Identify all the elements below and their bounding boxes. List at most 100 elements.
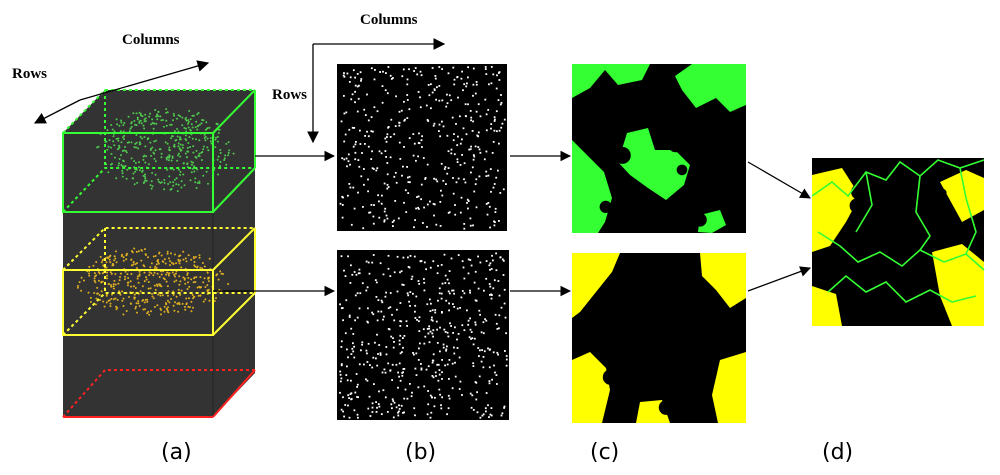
point — [402, 368, 405, 370]
point — [377, 194, 379, 197]
point — [174, 253, 176, 256]
point — [150, 272, 153, 275]
point — [475, 83, 478, 86]
point — [445, 183, 447, 185]
point — [371, 150, 373, 153]
point — [110, 163, 112, 166]
point — [144, 161, 147, 164]
point — [185, 127, 187, 130]
point — [424, 178, 427, 180]
point — [152, 297, 155, 300]
point — [396, 308, 398, 311]
point — [142, 264, 145, 267]
point — [130, 125, 133, 128]
point — [168, 257, 170, 260]
point — [475, 81, 478, 83]
point — [467, 323, 470, 326]
point — [347, 404, 349, 407]
point — [366, 286, 369, 289]
point — [380, 202, 383, 205]
point — [461, 154, 463, 156]
point — [374, 341, 376, 344]
point — [484, 98, 487, 101]
point — [106, 277, 108, 280]
point — [406, 117, 409, 119]
point — [493, 116, 496, 119]
point — [119, 272, 122, 275]
point — [500, 126, 503, 129]
point — [370, 67, 373, 70]
point — [157, 178, 160, 181]
point — [372, 254, 375, 256]
point — [182, 250, 185, 253]
point — [144, 308, 146, 311]
point — [384, 396, 387, 399]
point — [186, 288, 189, 290]
point — [457, 96, 459, 99]
point — [119, 276, 121, 278]
point — [414, 219, 416, 221]
point — [106, 271, 109, 274]
point — [217, 155, 220, 158]
point — [214, 138, 217, 141]
point — [392, 416, 395, 419]
point — [448, 270, 451, 272]
point — [343, 140, 346, 143]
point — [347, 394, 350, 397]
point — [470, 338, 472, 340]
point — [87, 291, 90, 294]
point — [134, 307, 137, 310]
point — [107, 299, 110, 302]
point — [121, 172, 124, 175]
point — [389, 156, 392, 159]
point — [104, 266, 107, 269]
point — [505, 358, 508, 361]
point — [123, 134, 126, 137]
point — [177, 145, 180, 148]
point — [343, 112, 346, 115]
point — [115, 261, 118, 264]
point — [433, 122, 436, 125]
point — [146, 312, 149, 315]
point — [185, 260, 188, 263]
point — [134, 162, 137, 164]
point — [427, 84, 430, 86]
point — [340, 377, 343, 380]
point — [387, 307, 390, 310]
point — [384, 150, 387, 152]
point — [189, 179, 192, 182]
point — [420, 367, 423, 370]
point — [173, 114, 176, 117]
point — [480, 360, 483, 363]
point — [452, 139, 455, 142]
point — [185, 297, 188, 300]
point — [206, 146, 209, 149]
point — [439, 201, 442, 203]
point — [118, 124, 121, 127]
point — [456, 158, 459, 161]
point — [342, 410, 344, 413]
point — [365, 349, 368, 352]
point — [484, 66, 487, 68]
rows-label-b: Rows — [272, 87, 307, 103]
point — [413, 407, 416, 410]
point — [498, 314, 501, 317]
panel-c — [572, 64, 746, 423]
point — [397, 414, 400, 417]
point — [463, 83, 466, 86]
point — [474, 381, 477, 383]
point — [175, 262, 178, 265]
point — [189, 118, 192, 121]
point — [485, 203, 488, 205]
point — [430, 302, 432, 305]
point — [478, 309, 481, 312]
point — [187, 305, 190, 308]
point — [178, 301, 180, 304]
blob — [665, 331, 679, 345]
point — [447, 335, 450, 338]
point — [492, 351, 495, 354]
point — [136, 181, 139, 184]
point — [135, 302, 138, 305]
point — [350, 327, 353, 330]
point — [418, 316, 421, 319]
